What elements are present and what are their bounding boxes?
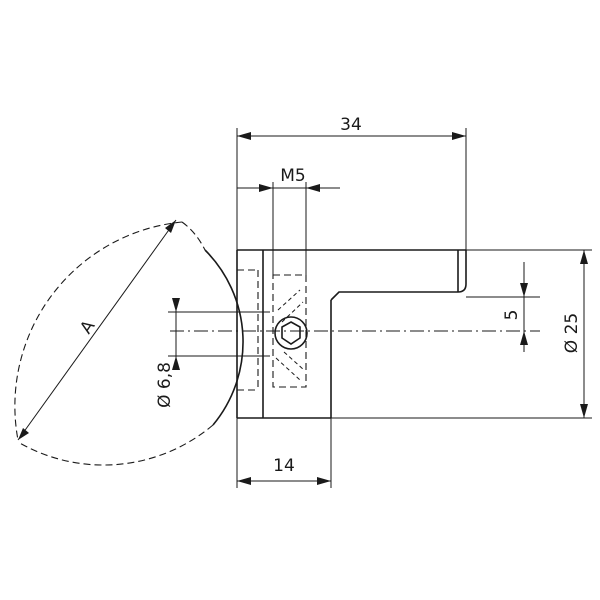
dim-thread: M5 [237, 166, 340, 275]
dim-clamp-width: 14 [236, 418, 332, 488]
tube-profile [14, 221, 244, 466]
diameter-small-value: Ø 6,8 [155, 362, 175, 408]
diameter-large-value: Ø 25 [562, 313, 582, 353]
thread-value: M5 [280, 166, 305, 186]
radius-label: A [76, 316, 99, 337]
dim-diameter-large: Ø 25 [331, 249, 592, 419]
dim-offset: 5 [466, 262, 540, 352]
dim-overall-length: 34 [236, 115, 467, 250]
dim-diameter-small: Ø 6,8 [155, 298, 270, 408]
hex-socket-screw-icon [274, 316, 308, 350]
overall-length-value: 34 [340, 115, 362, 135]
offset-value: 5 [502, 310, 522, 321]
clamp-width-value: 14 [273, 456, 295, 476]
clamp-body [236, 249, 467, 419]
